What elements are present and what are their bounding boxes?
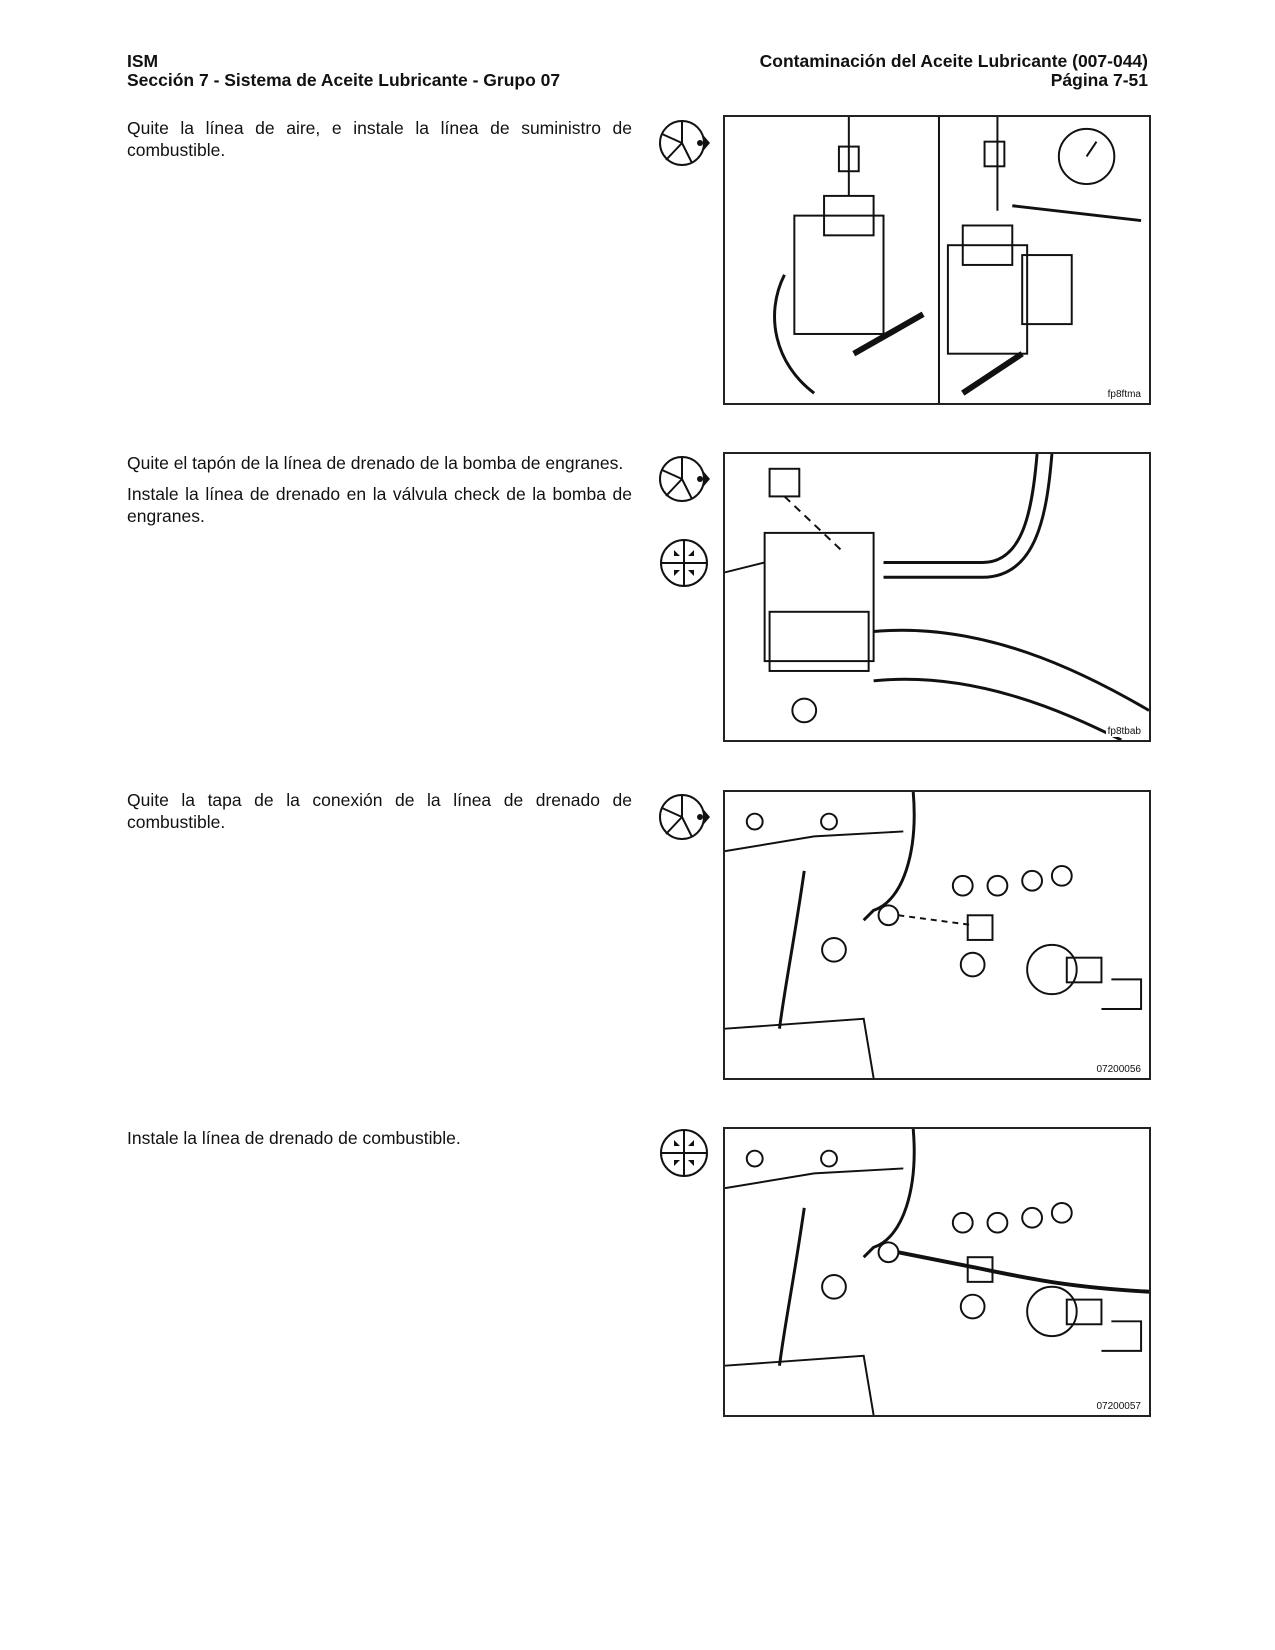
figure-fuel-supply-line: fp8ftma (723, 115, 1151, 405)
figure-code: 07200056 (1094, 1064, 1143, 1075)
figure-drain-connection-cap: 07200056 (723, 790, 1151, 1080)
page-number: Página 7-51 (1050, 70, 1148, 90)
step-3-text: Quite la tapa de la conexión de la línea… (127, 789, 632, 842)
step-paragraph: Instale la línea de drenado de combustib… (127, 1128, 461, 1148)
step-paragraph: Quite la tapa de la conexión de la línea… (127, 790, 632, 832)
remove-icon (656, 792, 712, 842)
install-icon (656, 1128, 712, 1178)
figure-code: fp8ftma (1105, 389, 1143, 400)
topic-title: Contaminación del Aceite Lubricante (007… (759, 51, 1148, 71)
remove-icon (656, 118, 712, 168)
figure-code: 07200057 (1094, 1401, 1143, 1412)
figure-gear-pump-drain-line: fp8tbab (723, 452, 1151, 742)
remove-icon (656, 454, 712, 504)
step-4-text: Instale la línea de drenado de combustib… (127, 1127, 632, 1158)
install-icon (656, 538, 712, 588)
step-2-text: Quite el tapón de la línea de drenado de… (127, 452, 632, 536)
step-paragraph: Quite la línea de aire, e instale la lín… (127, 118, 632, 160)
section-title: Sección 7 - Sistema de Aceite Lubricante… (127, 70, 561, 90)
page-header-left: ISM Sección 7 - Sistema de Aceite Lubric… (127, 52, 560, 90)
manual-title: ISM (127, 51, 159, 71)
step-1-text: Quite la línea de aire, e instale la lín… (127, 117, 632, 170)
figure-code: fp8tbab (1105, 726, 1143, 737)
step-paragraph: Quite el tapón de la línea de drenado de… (127, 453, 624, 473)
page-header-right: Contaminación del Aceite Lubricante (007… (760, 52, 1148, 90)
step-paragraph: Instale la línea de drenado en la válvul… (127, 484, 632, 526)
figure-fuel-drain-line-installed: 07200057 (723, 1127, 1151, 1417)
